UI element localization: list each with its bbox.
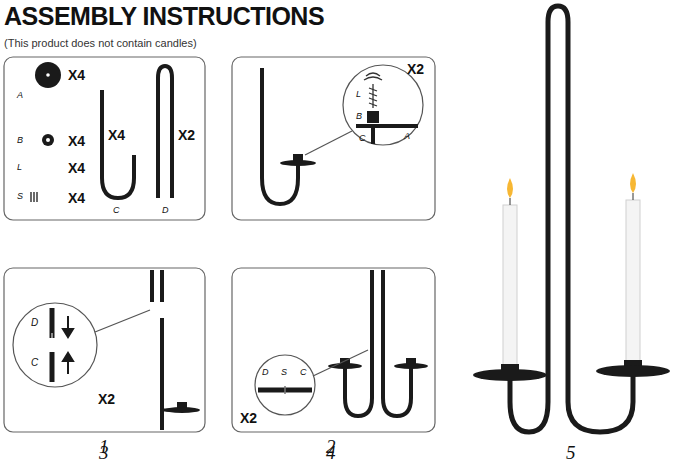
step-panel [4,57,205,220]
step-panel [232,268,435,432]
part-letter: C [359,134,366,143]
quantity: X2 [98,392,115,406]
quantity: X2 [407,62,424,76]
part-letter: C [31,358,38,368]
quantity: X4 [68,161,85,175]
step-panel [4,268,205,432]
step4-drawing [255,270,428,416]
part-letter: L [17,163,22,172]
finished-candle-holder [473,6,670,432]
part-letter: D [162,206,169,215]
j-arm [102,90,134,198]
part-letter: A [17,91,23,100]
caption-note: (This product does not contain candles) [4,38,197,49]
quantity: X4 [68,134,85,148]
step3-drawing [13,270,200,430]
base-plate [35,62,61,88]
part-letter: C [300,368,307,377]
title: ASSEMBLY INSTRUCTIONS [4,4,324,29]
part-letter: B [17,136,23,145]
step-number: 4 [326,443,336,462]
step-number: 3 [99,443,109,462]
step-panels [4,57,435,432]
part-letter: D [31,318,38,328]
step-number: 5 [566,443,576,462]
part-letter: L [356,90,361,99]
quantity: X2 [240,411,257,425]
step2-drawing [262,65,423,204]
small-screw [31,192,37,202]
hairpin-arm [158,66,172,198]
quantity: X4 [68,68,85,82]
part-letter: D [262,368,269,377]
washer [42,134,54,146]
quantity: X4 [68,191,85,205]
quantity: X2 [178,128,195,142]
part-letter: B [356,112,362,121]
part-letter: A [404,132,410,141]
quantity: X4 [108,128,125,142]
part-letter: S [17,192,23,201]
part-letter: S [281,368,287,377]
step-panel [232,57,435,220]
part-letter: C [113,206,120,215]
parts-list [31,62,172,202]
